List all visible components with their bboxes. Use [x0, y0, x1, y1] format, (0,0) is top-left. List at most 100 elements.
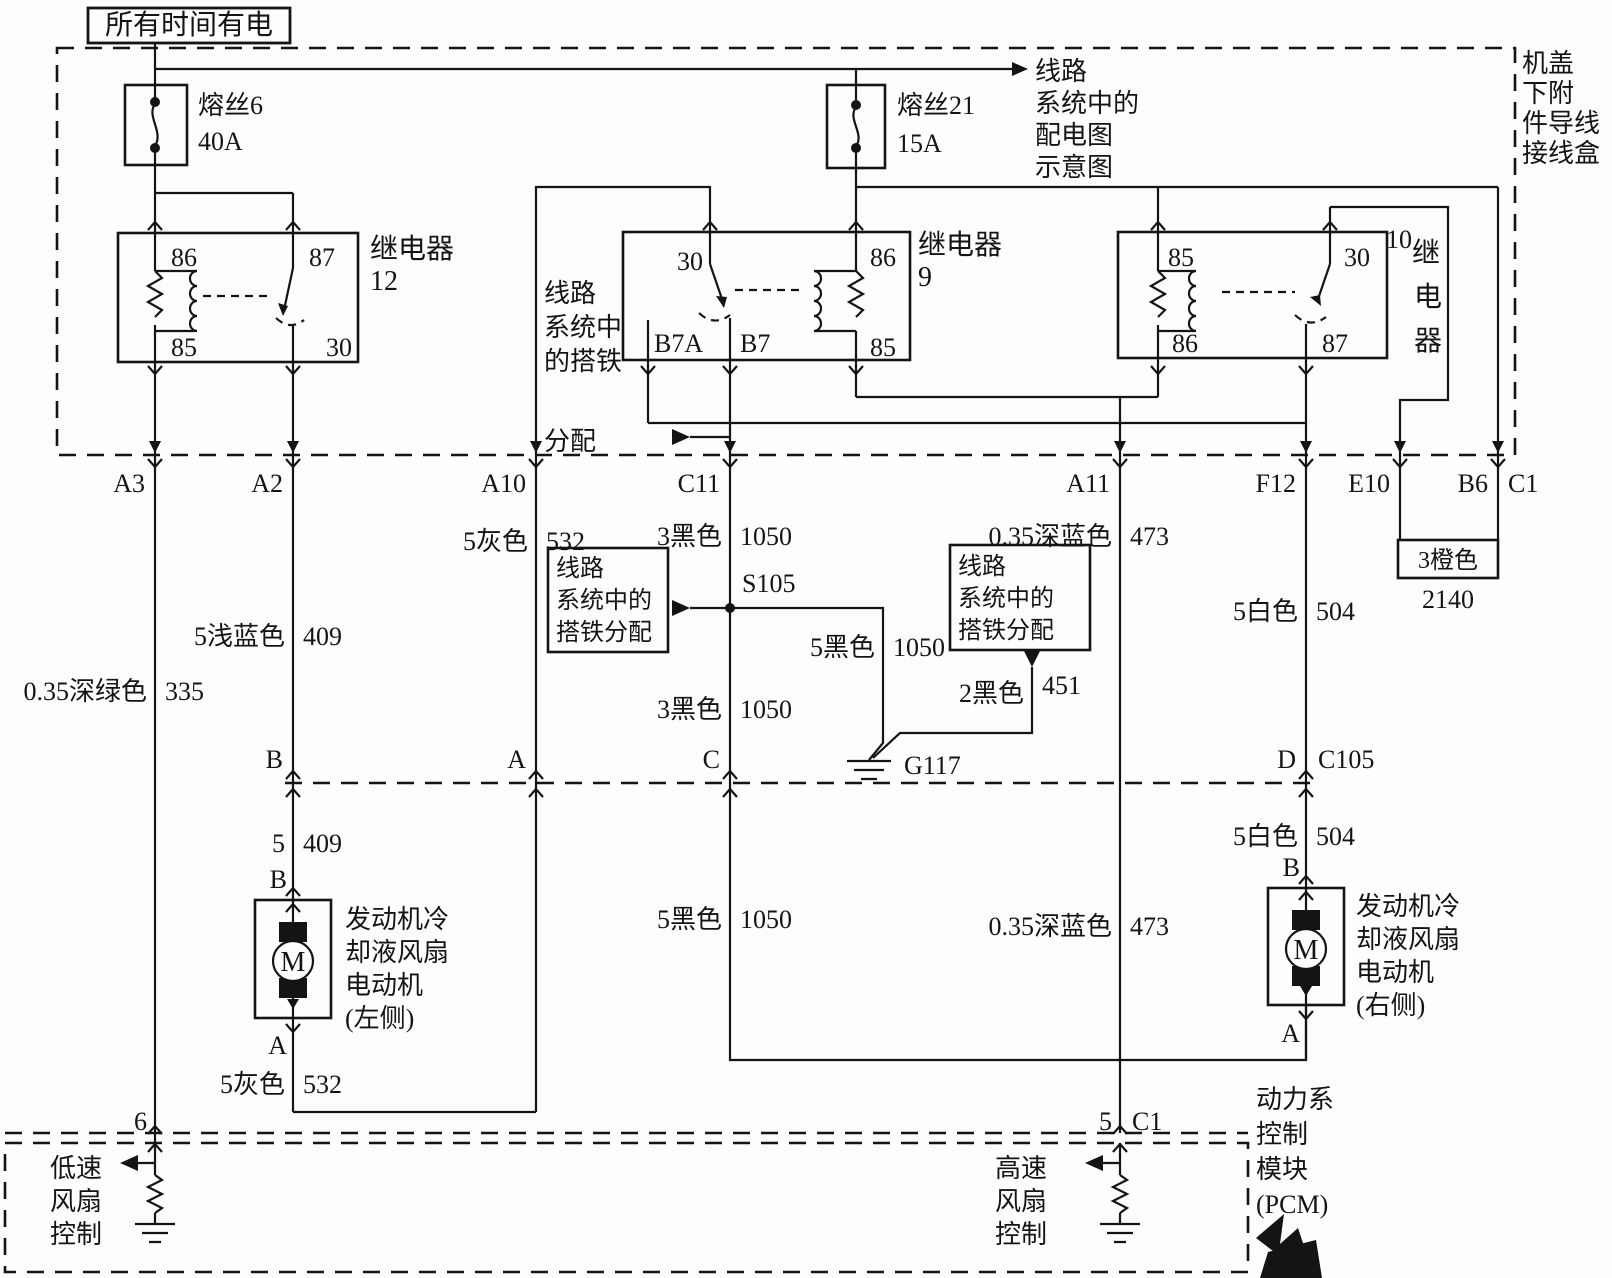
svg-text:5黑色: 5黑色	[657, 905, 722, 934]
svg-text:12: 12	[370, 266, 398, 297]
hot-at-all-times-box	[86, 6, 292, 45]
power-distribution-note: 线路 系统中的 配电图 示意图	[1035, 57, 1139, 182]
fuse6-element-icon	[150, 85, 160, 165]
svg-text:409: 409	[303, 829, 342, 858]
motor-left-name: 发动机冷 却液风扇 电动机 (左侧)	[345, 905, 449, 1033]
svg-text:搭铁分配: 搭铁分配	[958, 617, 1054, 644]
svg-text:控制: 控制	[995, 1220, 1047, 1249]
svg-text:A3: A3	[113, 469, 145, 498]
svg-text:A10: A10	[481, 469, 526, 498]
svg-text:C: C	[703, 745, 720, 774]
svg-text:10: 10	[1386, 225, 1412, 254]
svg-text:继: 继	[1412, 237, 1440, 269]
svg-text:接线盒: 接线盒	[1522, 139, 1600, 168]
svg-text:系统中的: 系统中的	[556, 587, 652, 614]
motor-left-pin-a: A	[268, 1031, 287, 1060]
esd-warning-icon	[1256, 1214, 1322, 1278]
underhood-junction-box-outline	[55, 46, 1517, 457]
ground-distribution-box-right	[948, 543, 1092, 652]
svg-text:1050: 1050	[740, 695, 792, 724]
svg-text:5灰色: 5灰色	[220, 1070, 285, 1099]
svg-text:87: 87	[1322, 329, 1348, 358]
jb-connector-row: A3 A2 A10 C11 A11 F12 E10 B6 C1	[113, 469, 1538, 498]
svg-text:A11: A11	[1066, 469, 1110, 498]
motor-right-pin-a: A	[1281, 1019, 1300, 1048]
fuse21-rating: 15A	[897, 129, 942, 158]
relay9-box	[621, 230, 912, 362]
svg-text:86: 86	[171, 243, 197, 272]
pcm-name: 动力系 控制 模块 (PCM)	[1256, 1085, 1334, 1219]
svg-text:87: 87	[309, 243, 335, 272]
svg-text:B7A: B7A	[654, 329, 703, 358]
pcm-high-pin: 5	[1099, 1107, 1112, 1136]
svg-text:线路: 线路	[1035, 57, 1087, 86]
fuse6-name: 熔丝6	[198, 91, 263, 120]
svg-text:E10: E10	[1348, 469, 1390, 498]
ground-distribution-box-right-text: 线路 系统中的 搭铁分配	[958, 553, 1054, 644]
svg-text:风扇: 风扇	[50, 1187, 102, 1216]
svg-text:器: 器	[1414, 326, 1442, 357]
svg-text:风扇: 风扇	[995, 1187, 1047, 1216]
svg-text:C1: C1	[1508, 469, 1538, 498]
relay10-box	[1116, 230, 1389, 360]
relay-coil-symbols	[145, 269, 1197, 333]
relay-switch-dashes	[203, 288, 1327, 327]
svg-text:1050: 1050	[893, 633, 945, 662]
svg-text:86: 86	[870, 243, 896, 272]
svg-text:(PCM): (PCM)	[1256, 1190, 1328, 1219]
svg-text:30: 30	[677, 247, 703, 276]
svg-text:409: 409	[303, 622, 342, 651]
svg-text:0.35深绿色: 0.35深绿色	[23, 677, 147, 706]
svg-text:5灰色: 5灰色	[463, 527, 528, 556]
svg-text:B7: B7	[740, 329, 770, 358]
orange-jumper-box	[1396, 538, 1500, 580]
svg-text:473: 473	[1130, 912, 1169, 941]
pcm-low-pin: 6	[134, 1107, 147, 1136]
svg-text:系统中: 系统中	[544, 313, 622, 342]
motor-right-pin-b: B	[1283, 853, 1300, 882]
g117-ground-icon	[847, 759, 891, 781]
pcm-high-speed-label: 高速 风扇 控制	[995, 1154, 1047, 1249]
svg-text:模块: 模块	[1256, 1155, 1308, 1184]
pcm-high-conn: C1	[1132, 1107, 1162, 1136]
svg-text:1050: 1050	[740, 905, 792, 934]
svg-text:电动机: 电动机	[1356, 958, 1434, 987]
svg-text:搭铁分配: 搭铁分配	[556, 619, 652, 646]
svg-text:3黑色: 3黑色	[657, 522, 722, 551]
svg-text:控制: 控制	[1256, 1120, 1308, 1149]
wiring	[135, 43, 1500, 1244]
pcm-box-outline	[3, 1131, 1250, 1274]
svg-text:却液风扇: 却液风扇	[345, 938, 449, 967]
c105-connector-row: B A C D C105	[266, 745, 1375, 774]
fuse21-name: 熔丝21	[897, 91, 975, 120]
svg-text:配电图: 配电图	[1035, 121, 1113, 150]
svg-text:9: 9	[918, 262, 932, 293]
svg-text:451: 451	[1042, 671, 1081, 700]
svg-text:动力系: 动力系	[1256, 1085, 1334, 1114]
svg-text:C105: C105	[1318, 745, 1374, 774]
svg-text:却液风扇: 却液风扇	[1356, 925, 1460, 954]
svg-text:(左侧): (左侧)	[345, 1004, 414, 1033]
ground-distribution-box-left	[546, 546, 670, 654]
svg-text:532: 532	[546, 527, 585, 556]
svg-text:发动机冷: 发动机冷	[345, 905, 449, 934]
svg-text:继电器: 继电器	[918, 229, 1002, 261]
connector-arrows	[120, 62, 1506, 1171]
svg-text:504: 504	[1316, 597, 1355, 626]
svg-text:85: 85	[1168, 243, 1194, 272]
motor-right-name: 发动机冷 却液风扇 电动机 (右侧)	[1356, 892, 1460, 1020]
svg-text:335: 335	[165, 677, 204, 706]
junction-box-label: 机盖 下附 件导线 接线盒	[1522, 49, 1600, 168]
svg-text:的搭铁: 的搭铁	[544, 347, 622, 376]
motor-left-m: M	[281, 947, 306, 978]
wire-labels: 0.35深绿色 335 5浅蓝色 409 5 409 5灰色 532 5灰色 5…	[23, 522, 1355, 1099]
svg-text:C11: C11	[678, 469, 720, 498]
svg-text:示意图: 示意图	[1035, 153, 1113, 182]
svg-text:低速: 低速	[50, 1154, 102, 1183]
svg-text:下附: 下附	[1522, 79, 1574, 108]
svg-text:3黑色: 3黑色	[657, 695, 722, 724]
svg-text:504: 504	[1316, 822, 1355, 851]
relay10-labels: 10 继 电 器 85 30 86 87	[1168, 225, 1442, 358]
svg-text:85: 85	[870, 333, 896, 362]
svg-text:5: 5	[272, 829, 285, 858]
